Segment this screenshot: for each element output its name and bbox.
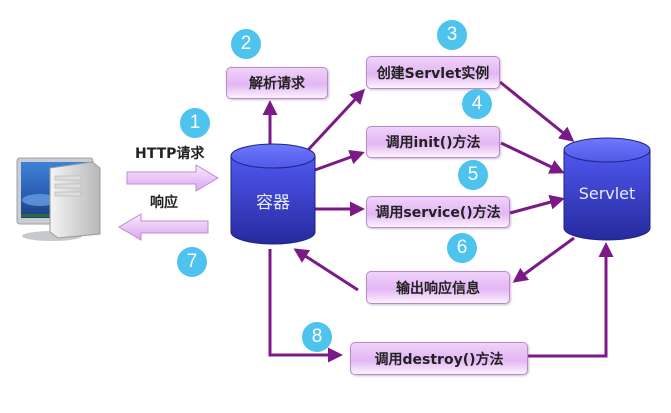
arrow-destroy-to-servlet xyxy=(528,242,614,358)
step-badge-1: 1 xyxy=(180,108,210,138)
arrow-container-to-create xyxy=(306,88,366,152)
request-arrow xyxy=(126,164,219,192)
container-label: 容器 xyxy=(256,193,290,213)
servlet-cylinder xyxy=(563,137,651,241)
desktop-computer-icon xyxy=(16,157,101,241)
step-6-output-response-box: 输出响应信息 xyxy=(366,271,510,304)
response-arrow xyxy=(118,213,209,241)
response-label: 响应 xyxy=(150,195,178,211)
step-5-call-service-box: 调用service()方法 xyxy=(366,196,510,228)
http-request-label: HTTP请求 xyxy=(135,146,205,162)
servlet-label: Servlet xyxy=(578,184,636,203)
step-2-parse-request-box: 解析请求 xyxy=(226,67,328,99)
step-8-call-destroy-box: 调用destroy()方法 xyxy=(350,342,528,375)
arrow-servlet-to-output xyxy=(512,236,575,283)
step-badge-5: 5 xyxy=(458,160,488,190)
step-4-call-init-box: 调用init()方法 xyxy=(366,126,500,158)
arrow-container-to-init xyxy=(314,150,365,172)
step-badge-8: 8 xyxy=(302,322,332,352)
arrow-container-to-destroy xyxy=(268,249,343,363)
arrow-service-to-servlet xyxy=(509,194,565,215)
arrow-output-to-container xyxy=(293,248,359,292)
step-3-create-servlet-box: 创建Servlet实例 xyxy=(366,56,500,89)
container-cylinder xyxy=(230,143,316,245)
arrow-init-to-servlet xyxy=(500,141,565,174)
step-badge-4: 4 xyxy=(462,89,492,119)
arrow-create-to-servlet xyxy=(499,80,575,142)
step-badge-6: 6 xyxy=(447,233,477,263)
step-badge-7: 7 xyxy=(177,247,207,277)
step-badge-3: 3 xyxy=(437,20,467,50)
step-badge-2: 2 xyxy=(231,29,261,59)
